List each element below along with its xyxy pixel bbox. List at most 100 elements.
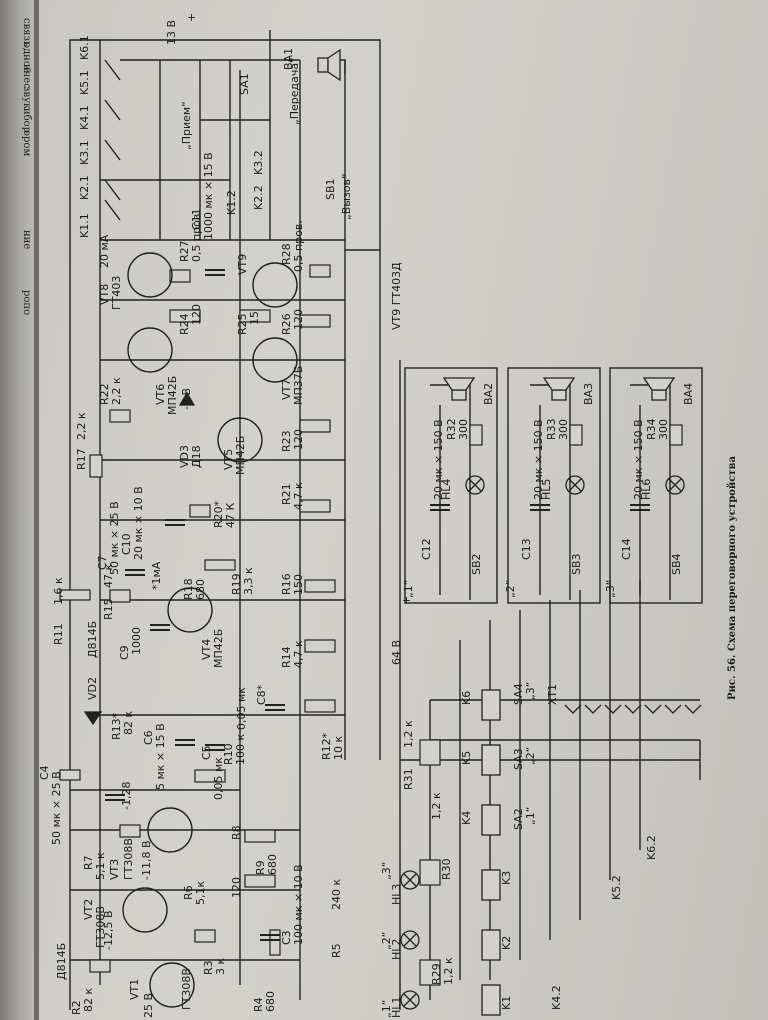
schematic-label: 120	[230, 877, 243, 898]
schematic-label: K3	[500, 871, 513, 885]
schematic-label: 150	[292, 574, 305, 595]
schematic-label: SB1	[324, 178, 337, 200]
component-labels: R2 82 к VT2 ГТ308В VT1 ГТ308В R3 3 к R4 …	[38, 13, 695, 1018]
schematic-label: K1.1	[78, 213, 91, 238]
schematic-label: „1“	[380, 1000, 393, 1018]
schematic-label: R31	[402, 768, 415, 790]
schematic-label: 13 В	[165, 20, 178, 45]
schematic-label: SB2	[470, 553, 483, 575]
schematic-label: 50 мк × 25 В	[50, 771, 63, 845]
schematic-label: R32	[445, 418, 458, 440]
schematic-label: 20 мк × 150 В	[632, 419, 645, 500]
schematic-label: 1,2 к	[430, 792, 443, 820]
schematic-label: 1000 мк × 15 В	[202, 152, 215, 240]
xt1-connector	[564, 704, 702, 714]
schematic-label: R17	[75, 448, 88, 470]
schematic-label: 4,7 к	[292, 482, 305, 510]
schematic-label: Д814Б	[55, 943, 68, 980]
schematic-label: C10	[120, 533, 133, 555]
schematic-label: HL5	[540, 479, 553, 500]
schematic-label: ГТ308В	[122, 838, 135, 880]
schematic-label: C12	[420, 538, 433, 560]
book-gutter	[34, 0, 39, 1020]
schematic-label: R23	[280, 430, 293, 452]
schematic-label: VT5	[222, 449, 235, 470]
schematic-label: R29	[430, 963, 443, 985]
schematic-label: R5	[330, 943, 343, 958]
capacitors	[105, 269, 650, 941]
schematic-label: R27	[178, 240, 191, 262]
schematic-label: 82 к	[82, 988, 95, 1012]
schematic-label: K1	[500, 996, 513, 1010]
schematic-label: R16	[280, 573, 293, 595]
schematic-label: R28	[280, 243, 293, 265]
schematic-label: C14	[620, 538, 633, 560]
schematic-label: 100 мк × 10 В	[292, 864, 305, 945]
schematic-label: 100 к	[234, 734, 247, 765]
schematic-label: МП42Б	[166, 376, 179, 415]
schematic-label: R21	[280, 483, 293, 505]
schematic-label: R3	[202, 960, 215, 975]
transistors	[122, 252, 298, 1008]
schematic-label: C13	[520, 538, 533, 560]
schematic-label: K2.1	[78, 175, 91, 200]
schematic-label: C7	[96, 555, 109, 570]
schematic-label: „1“	[402, 580, 415, 598]
schematic-label: HL4	[440, 479, 453, 500]
schematic-label: BA2	[482, 383, 495, 405]
schematic-label: 47 к	[102, 564, 115, 588]
schematic-label: 0,05 мк	[212, 757, 225, 800]
schematic-label: „3“	[380, 862, 393, 880]
schematic-label: „2“	[504, 580, 517, 598]
schematic-label: VT9 ГТ403Д	[390, 262, 403, 330]
schematic-wires	[69, 30, 703, 1010]
schematic-label: VD3	[178, 445, 191, 468]
schematic-label: R4	[252, 997, 265, 1012]
schematic-label: 5,1 к	[94, 852, 107, 880]
schematic-label: R15	[102, 598, 115, 620]
schematic-label: C11	[190, 208, 203, 230]
schematic-label: 240 к	[330, 879, 343, 910]
lamps	[400, 475, 685, 1010]
schematic-label: VT2	[82, 899, 95, 920]
schematic-label: C6	[142, 730, 155, 745]
schematic-label: 1,2 к	[442, 957, 455, 985]
schematic-label: C3	[280, 930, 293, 945]
schematic-label: МП42Б	[212, 629, 225, 668]
schematic-label: C8*	[255, 684, 268, 705]
schematic-label: SA1	[238, 73, 251, 95]
schematic-label: R22	[98, 383, 111, 405]
schematic-label: 3 к	[214, 958, 227, 975]
schematic-label: VT6	[154, 384, 167, 405]
schematic-label: K2.2	[252, 185, 265, 210]
schematic-label: „1“	[524, 807, 537, 825]
schematic-label: R12*	[320, 732, 333, 760]
schematic-label: R6	[182, 885, 195, 900]
schematic-label: K5	[460, 751, 473, 765]
schematic-label: K4.1	[78, 105, 91, 130]
schematic-label: 1,6 к	[52, 577, 65, 605]
schematic-label: 300	[557, 419, 570, 440]
schematic-label: -11,8 В	[140, 840, 153, 880]
schematic-label: „3“	[524, 682, 537, 700]
schematic-label: C4	[38, 765, 51, 780]
schematic-label: 0,5 пров	[190, 214, 203, 262]
figure-caption: Рис. 56. Схема переговорного устройства	[727, 455, 738, 700]
schematic-label: 10 к	[332, 736, 345, 760]
speakers	[317, 48, 676, 401]
schematic-label: K5.1	[78, 70, 91, 95]
schematic-label: 1,2 к	[402, 720, 415, 748]
schematic-label: R19	[230, 573, 243, 595]
schematic-label: 3,3 к	[242, 567, 255, 595]
diodes	[83, 391, 196, 726]
schematic-label: Д18	[190, 445, 203, 468]
schematic-label: C9	[118, 645, 131, 660]
schematic-label: VD2	[86, 677, 99, 700]
schematic-label: 20 мк × 10 В	[132, 486, 145, 560]
schematic-label: BA4	[682, 383, 695, 405]
schematic-label: 15	[248, 311, 261, 325]
schematic-label: VT9	[236, 254, 249, 275]
schematic-label: ГТ403	[110, 276, 123, 310]
schematic-label: K5.2	[610, 875, 623, 900]
